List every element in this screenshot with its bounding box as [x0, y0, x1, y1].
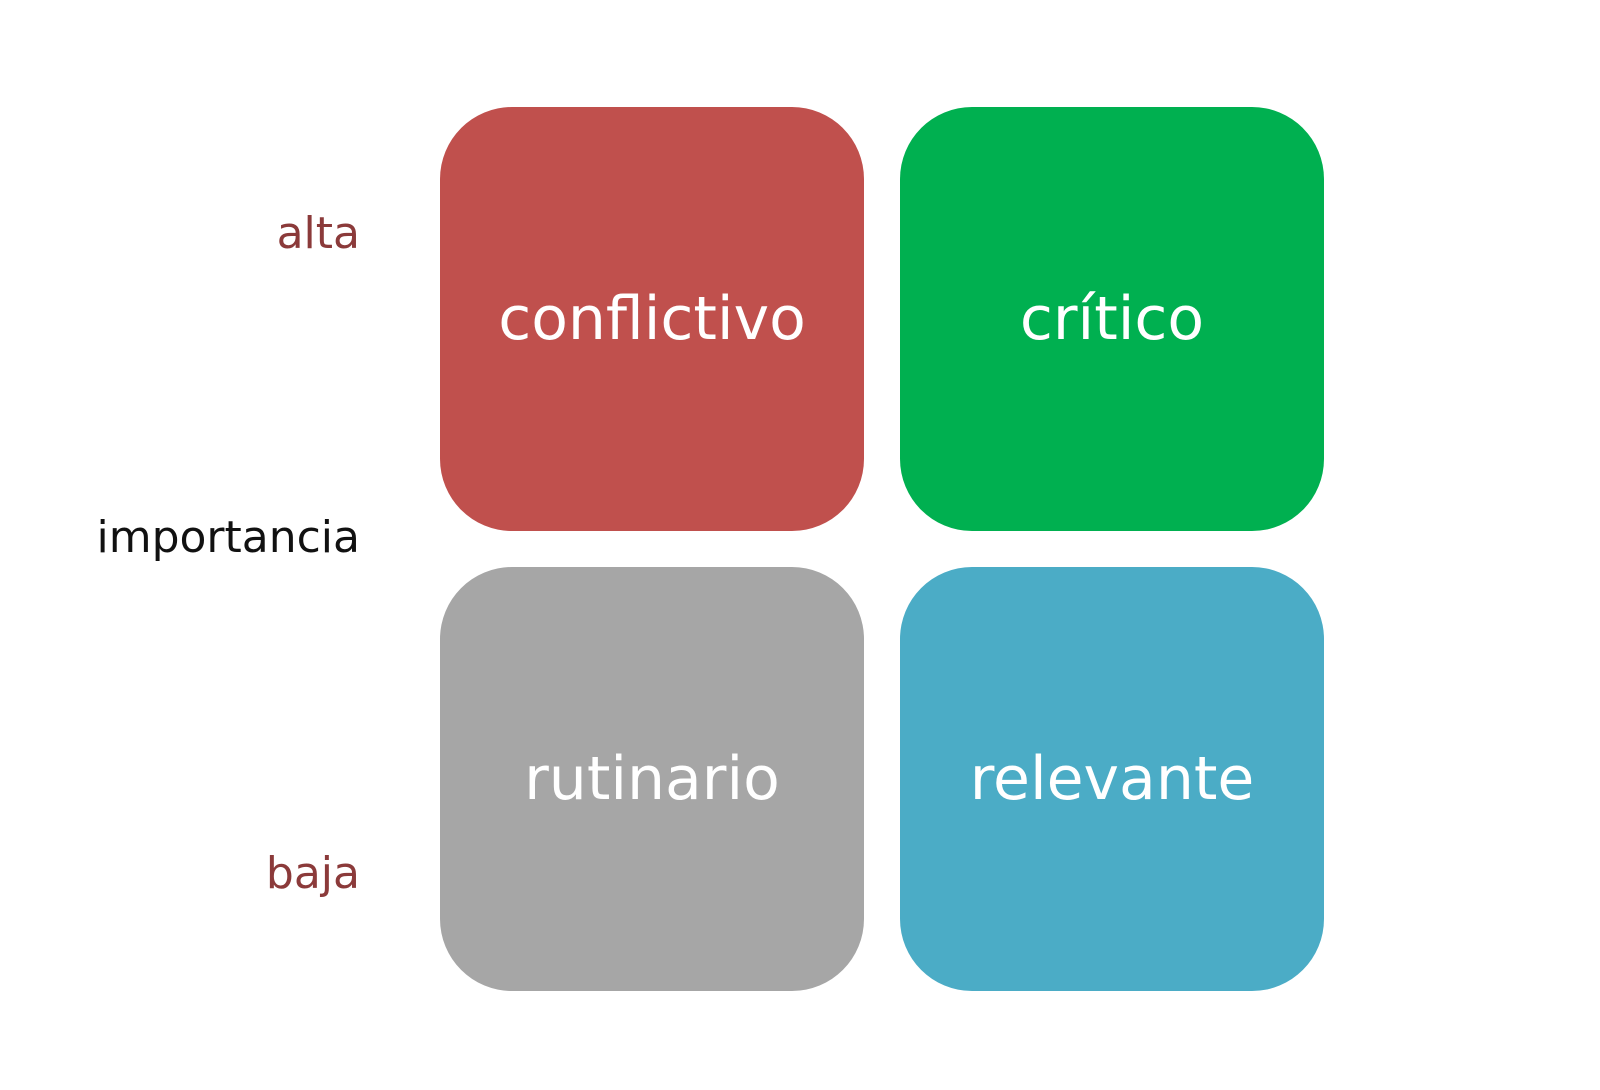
axis-low-label: baja	[265, 848, 360, 899]
quadrant-critico: crítico	[900, 107, 1324, 531]
quadrant-conflictivo: conflictivo	[440, 107, 864, 531]
quadrant-relevante: relevante	[900, 567, 1324, 991]
quadrant-rutinario: rutinario	[440, 567, 864, 991]
axis-title: importancia	[96, 512, 360, 563]
axis-high-label: alta	[276, 208, 360, 259]
